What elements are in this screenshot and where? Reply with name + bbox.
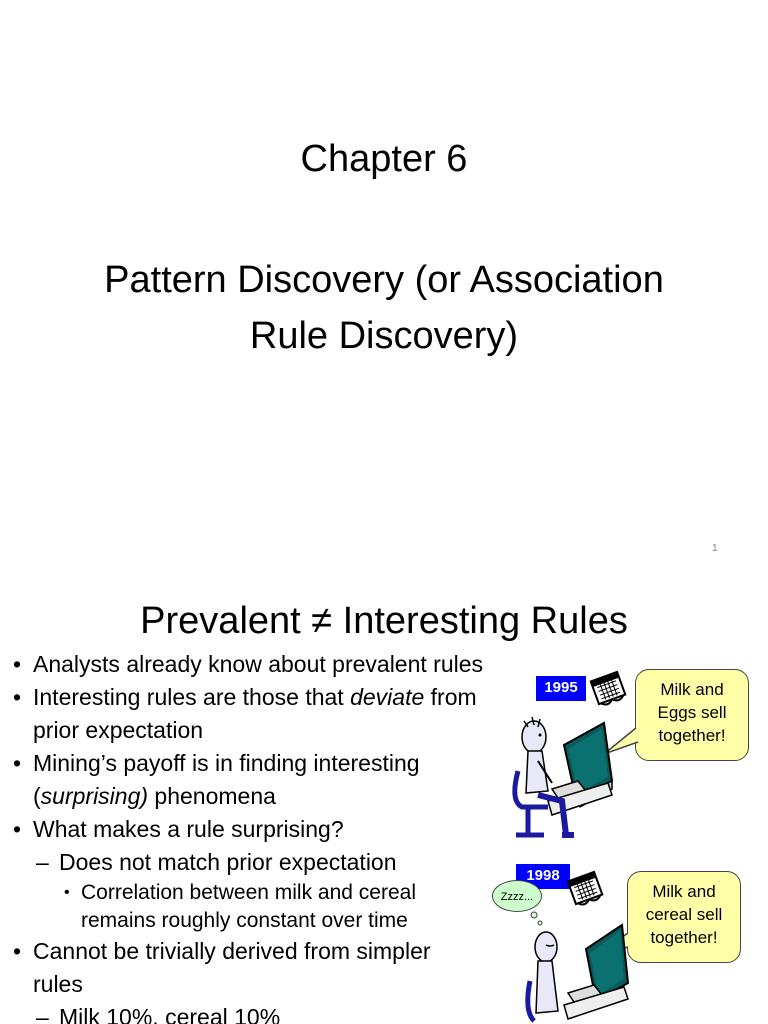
bullet-text: Does not match prior expectation <box>59 849 397 875</box>
thought-cloud: Zzzz... <box>492 880 542 912</box>
bullet-text: Cannot be trivially derived from simpler <box>33 938 431 964</box>
content-slide: Prevalent ≠ Interesting Rules • Analysts… <box>0 576 768 1024</box>
bullet-item: • Cannot be trivially derived from simpl… <box>0 935 540 1001</box>
calendar-icon <box>566 870 604 906</box>
bullet-text: Analysts already know about prevalent ru… <box>33 651 484 677</box>
bullet-text: phenomena <box>148 783 276 809</box>
bullet-item: • What makes a rule surprising? <box>0 813 540 846</box>
slide-title: Prevalent ≠ Interesting Rules <box>140 600 628 642</box>
subtitle-line-2: Rule Discovery) <box>249 315 519 357</box>
bullet-text: Mining’s payoff is in finding interestin… <box>33 750 420 776</box>
year-badge-1995: 1995 <box>536 676 586 701</box>
speech-bubble-1998: Milk and cereal sell together! <box>627 871 741 963</box>
bullet-emphasis: deviate <box>350 684 425 710</box>
chapter-title: Chapter 6 <box>300 138 468 180</box>
bullet-text: ( <box>33 783 41 809</box>
bubble-text: cereal sell <box>645 905 723 924</box>
bullet-dot-icon: • <box>13 938 22 964</box>
bullet-dot-icon: • <box>13 684 22 710</box>
speech-bubble-1995: Milk and Eggs sell together! <box>635 669 749 761</box>
dash-icon: – <box>36 1004 49 1024</box>
bullet-dot-icon: • <box>13 816 22 842</box>
calendar-icon <box>589 670 627 706</box>
chapter-subtitle: Pattern Discovery (or Association Rule D… <box>0 252 768 364</box>
bubble-text: Milk and <box>652 882 716 901</box>
bubble-text: together! <box>650 928 718 947</box>
subtitle-line-1: Pattern Discovery (or Association <box>104 259 664 301</box>
bullet-text: Correlation between milk and cereal <box>81 881 417 904</box>
bullet-item: • Mining’s payoff is in finding interest… <box>0 747 540 813</box>
bubble-text: Milk and <box>660 680 724 699</box>
sub-bullet-item: – Does not match prior expectation <box>0 846 540 879</box>
bullet-text: from <box>424 684 477 710</box>
bullet-list: • Analysts already know about prevalent … <box>0 648 540 1024</box>
bullet-item: • Interesting rules are those that devia… <box>0 681 540 747</box>
bullet-text: remains roughly constant over time <box>81 909 408 932</box>
bullet-dot-icon: • <box>13 750 22 776</box>
bullet-emphasis: surprising) <box>40 783 149 809</box>
sub-bullet-item: – Milk 10%, cereal 10% <box>0 1001 540 1024</box>
bullet-dot-icon: • <box>13 651 22 677</box>
bullet-dot-icon: • <box>64 884 70 901</box>
bullet-text: rules <box>33 971 83 997</box>
person-at-computer-icon <box>525 911 630 1023</box>
bullet-text: Interesting rules are those that <box>33 684 351 710</box>
bullet-text: prior expectation <box>33 717 204 743</box>
title-slide: Chapter 6 Pattern Discovery (or Associat… <box>0 138 768 554</box>
slide-number: 1 <box>712 543 718 554</box>
sub-sub-bullet-item: • Correlation between milk and cereal re… <box>0 879 540 935</box>
bullet-item: • Analysts already know about prevalent … <box>0 648 540 681</box>
bullet-text: Milk 10%, cereal 10% <box>59 1004 281 1024</box>
bullet-text: What makes a rule surprising? <box>33 816 344 842</box>
bubble-text: together! <box>658 726 726 745</box>
dash-icon: – <box>36 849 49 875</box>
bubble-text: Eggs sell <box>657 703 727 722</box>
person-at-computer-icon <box>512 716 614 838</box>
